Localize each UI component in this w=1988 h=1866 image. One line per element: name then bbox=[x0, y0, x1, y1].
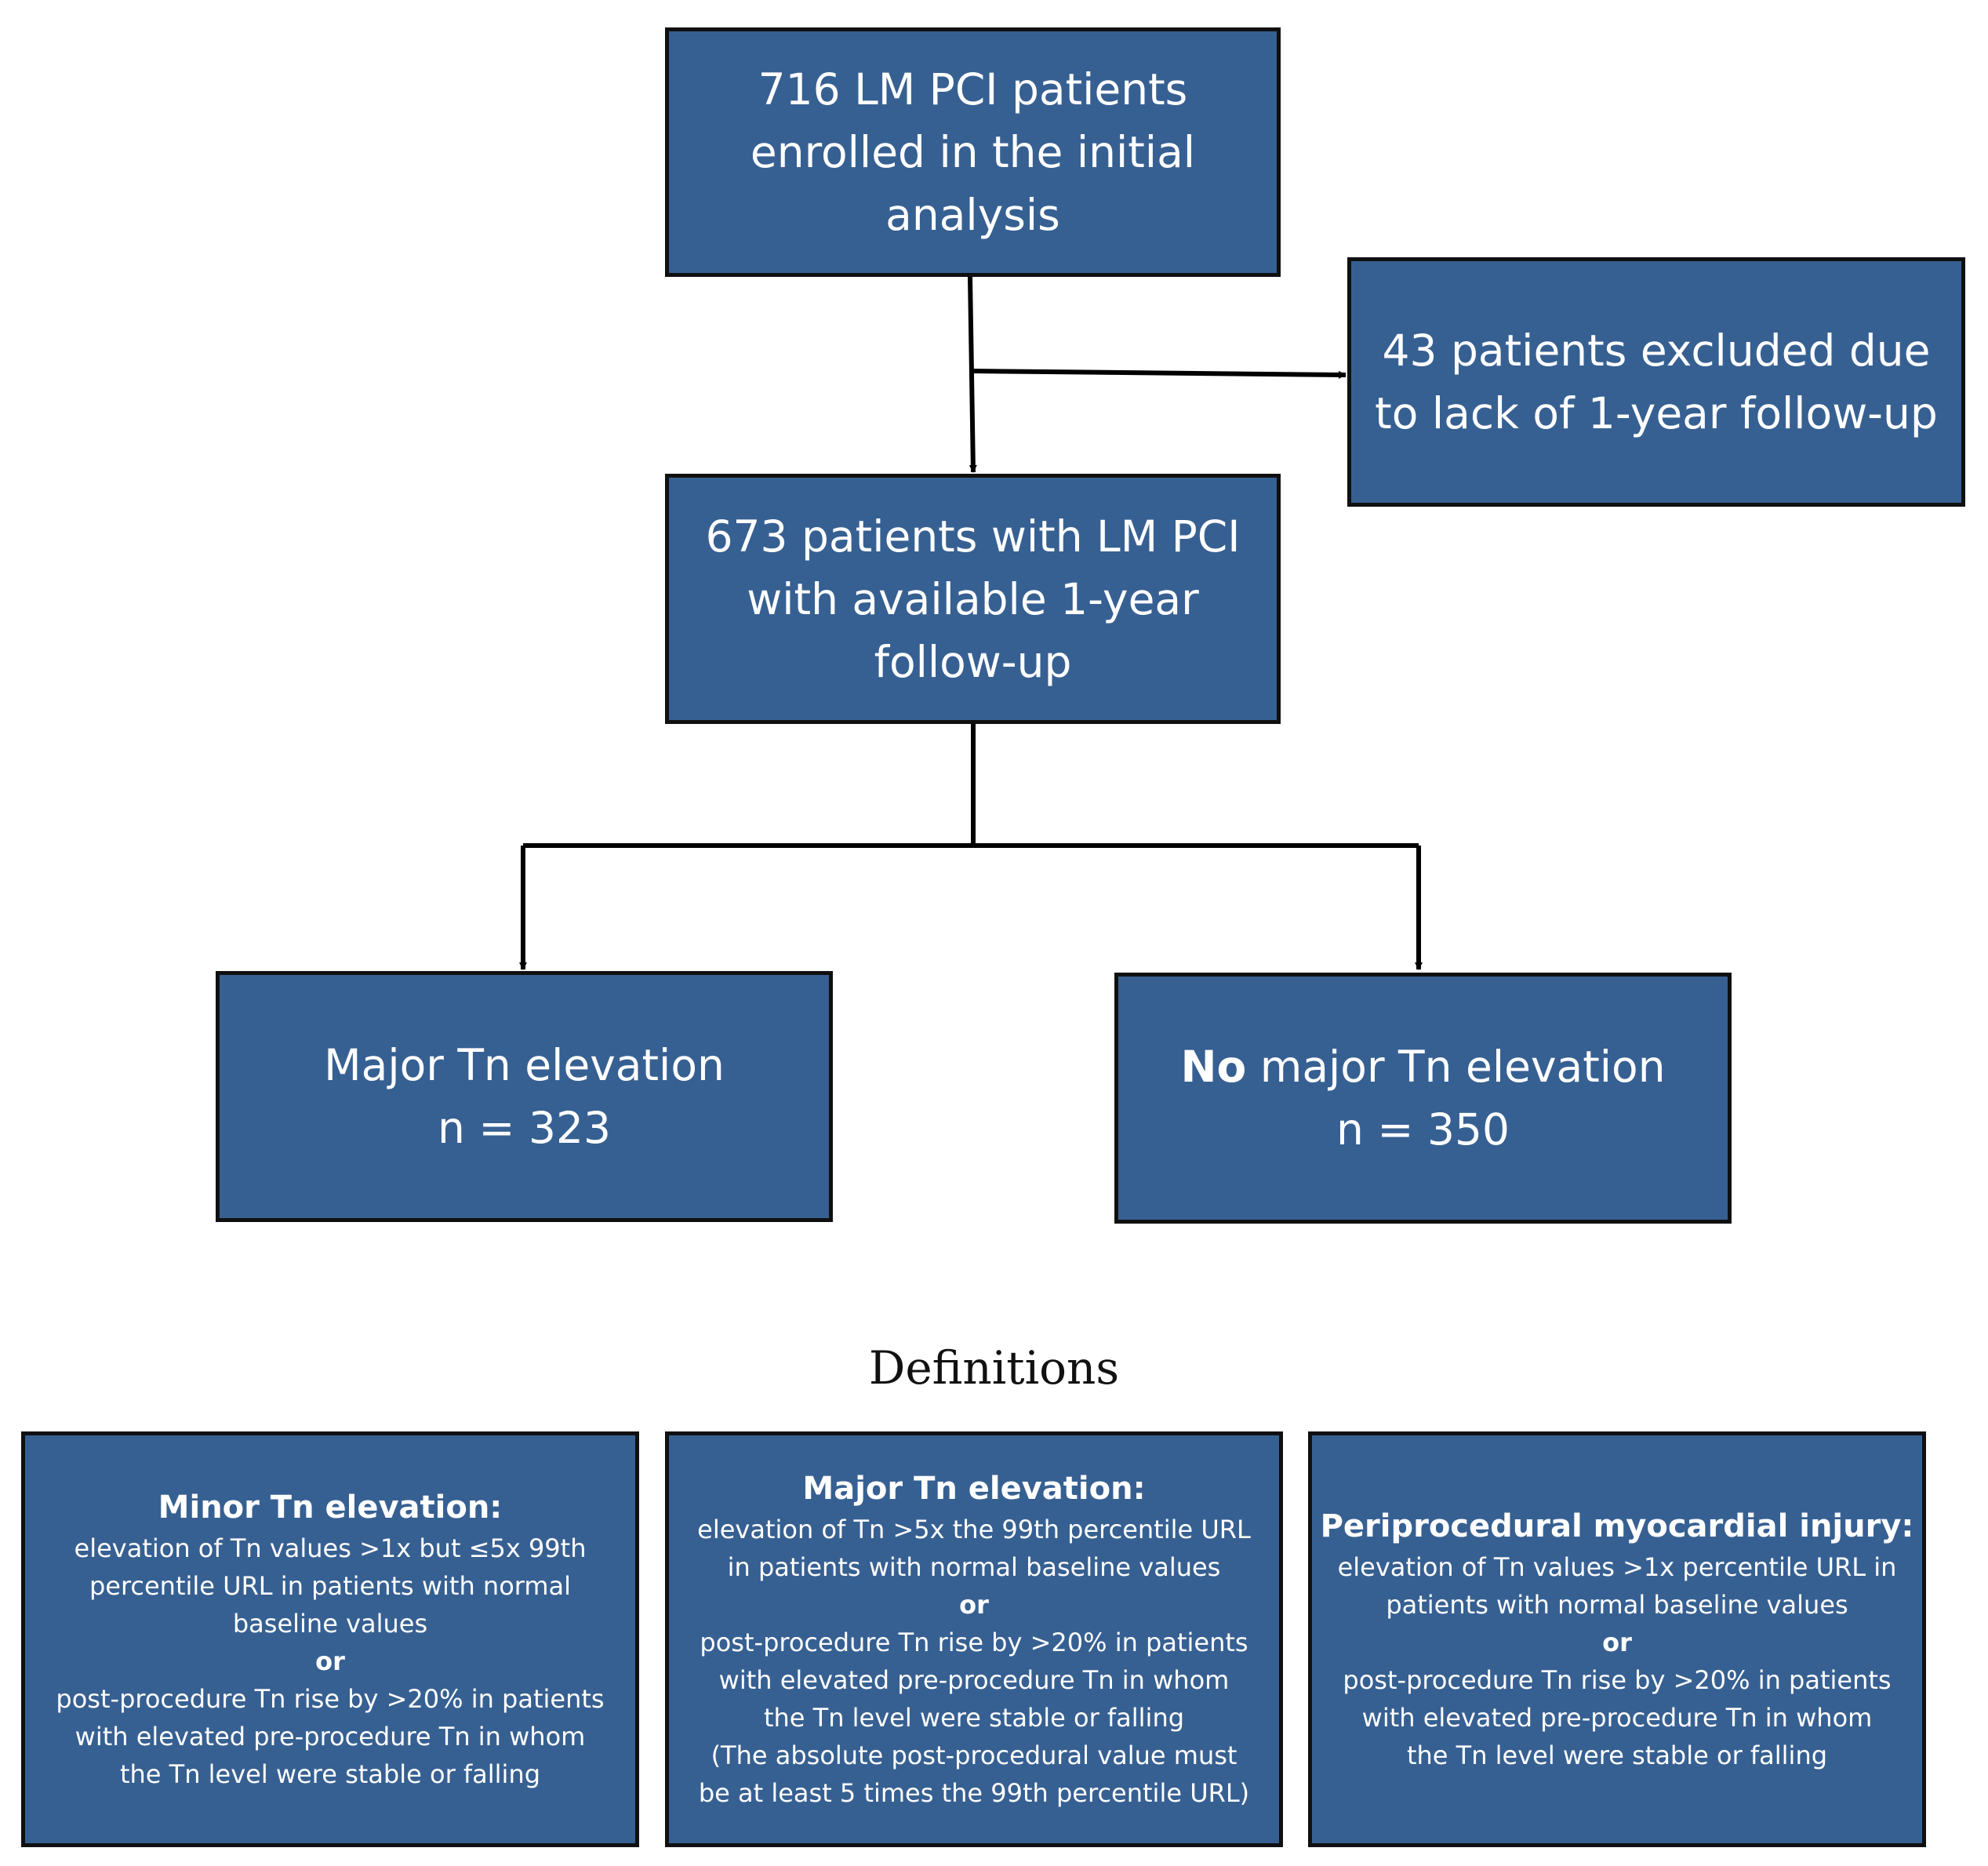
enrolled-line-3: analysis bbox=[885, 190, 1060, 240]
definitions-heading: Definitions bbox=[868, 1341, 1120, 1395]
available-line-3: follow-up bbox=[874, 636, 1072, 687]
enrolled-line-2: enrolled in the initial bbox=[750, 127, 1196, 177]
definition-major-line: with elevated pre-procedure Tn in whom bbox=[718, 1665, 1230, 1695]
connector-to-excluded bbox=[971, 369, 1347, 379]
definition-major-box: Major Tn elevation: elevation of Tn >5x … bbox=[665, 1431, 1283, 1847]
definition-major-line: post-procedure Tn rise by >20% in patien… bbox=[700, 1628, 1248, 1657]
definition-minor-line: post-procedure Tn rise by >20% in patien… bbox=[56, 1684, 605, 1714]
definition-pmi-or: or bbox=[1602, 1628, 1632, 1657]
no-major-tn-emphasis: No bbox=[1180, 1042, 1247, 1092]
definition-minor-box: Minor Tn elevation: elevation of Tn valu… bbox=[21, 1431, 639, 1847]
definition-minor-line: percentile URL in patients with normal bbox=[89, 1571, 572, 1601]
definition-pmi-title: Periprocedural myocardial injury: bbox=[1320, 1508, 1914, 1544]
no-major-tn-label: No major Tn elevation bbox=[1180, 1035, 1665, 1098]
major-tn-label: Major Tn elevation bbox=[324, 1040, 725, 1090]
definition-major-line: (The absolute post-procedural value must bbox=[711, 1741, 1238, 1770]
no-major-tn-box: No major Tn elevation n = 350 bbox=[1114, 973, 1732, 1224]
no-major-tn-rest: major Tn elevation bbox=[1246, 1042, 1666, 1092]
enrolled-box: 716 LM PCI patients enrolled in the init… bbox=[665, 27, 1281, 277]
definition-minor-line: baseline values bbox=[232, 1609, 428, 1639]
available-line-2: with available 1-year bbox=[747, 573, 1199, 624]
definition-minor-title: Minor Tn elevation: bbox=[158, 1490, 503, 1526]
excluded-box: 43 patients excluded due to lack of 1-ye… bbox=[1347, 257, 1965, 507]
excluded-line-2: to lack of 1-year follow-up bbox=[1375, 388, 1938, 438]
definition-pmi-box: Periprocedural myocardial injury: elevat… bbox=[1308, 1431, 1926, 1847]
definition-minor-line: with elevated pre-procedure Tn in whom bbox=[75, 1722, 586, 1751]
excluded-line-1: 43 patients excluded due bbox=[1382, 326, 1931, 376]
definition-major-line: elevation of Tn >5x the 99th percentile … bbox=[697, 1515, 1251, 1544]
no-major-tn-count: n = 350 bbox=[1336, 1104, 1510, 1155]
available-box: 673 patients with LM PCI with available … bbox=[665, 474, 1281, 724]
definition-pmi-line: with elevated pre-procedure Tn in whom bbox=[1361, 1703, 1873, 1733]
definition-pmi-line: elevation of Tn values >1x percentile UR… bbox=[1337, 1552, 1897, 1582]
definition-pmi-line: the Tn level were stable or falling bbox=[1406, 1741, 1828, 1770]
definition-major-title: Major Tn elevation: bbox=[802, 1471, 1146, 1507]
definition-major-line: in patients with normal baseline values bbox=[727, 1552, 1221, 1582]
major-tn-box: Major Tn elevation n = 323 bbox=[216, 971, 833, 1222]
definition-minor-line: the Tn level were stable or falling bbox=[119, 1759, 541, 1789]
definition-pmi-line: patients with normal baseline values bbox=[1386, 1590, 1848, 1620]
definition-major-or: or bbox=[959, 1590, 989, 1620]
enrolled-line-1: 716 LM PCI patients bbox=[758, 64, 1188, 115]
definition-pmi-line: post-procedure Tn rise by >20% in patien… bbox=[1343, 1665, 1892, 1695]
available-line-1: 673 patients with LM PCI bbox=[705, 511, 1241, 562]
definition-minor-or: or bbox=[315, 1646, 345, 1676]
definition-major-line: be at least 5 times the 99th percentile … bbox=[698, 1778, 1250, 1808]
definition-major-line: the Tn level were stable or falling bbox=[763, 1703, 1185, 1733]
major-tn-count: n = 323 bbox=[438, 1103, 611, 1153]
connector-enrolled-to-available bbox=[968, 276, 977, 473]
definition-minor-line: elevation of Tn values >1x but ≤5x 99th bbox=[74, 1533, 587, 1563]
